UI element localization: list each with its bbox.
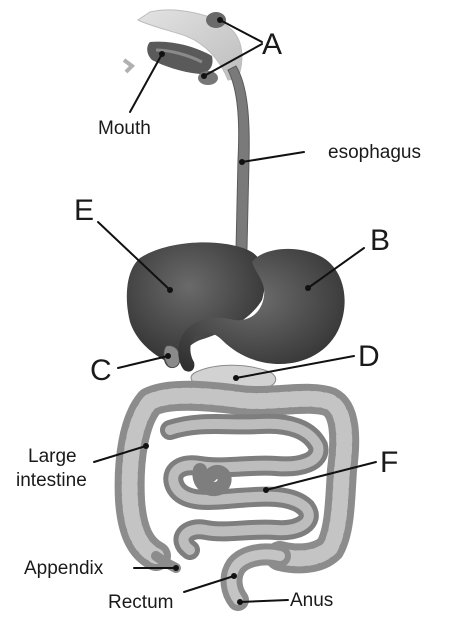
label-rectum: Rectum [108,592,173,613]
label-a: A [262,28,282,61]
label-anus: Anus [290,590,333,611]
rectum-organ [232,554,280,600]
label-f: F [380,446,398,479]
label-mouth: Mouth [98,118,151,139]
label-e: E [74,194,94,227]
label-large-intestine-line1: Large [28,446,77,467]
esophagus-tube [228,66,258,266]
label-d: D [358,340,380,373]
label-esophagus: esophagus [328,142,421,163]
label-appendix: Appendix [24,558,104,579]
label-c: C [90,354,112,387]
label-large-intestine-line2: intestine [16,470,87,491]
small-intestine-organ [170,424,318,550]
label-b: B [370,224,390,257]
